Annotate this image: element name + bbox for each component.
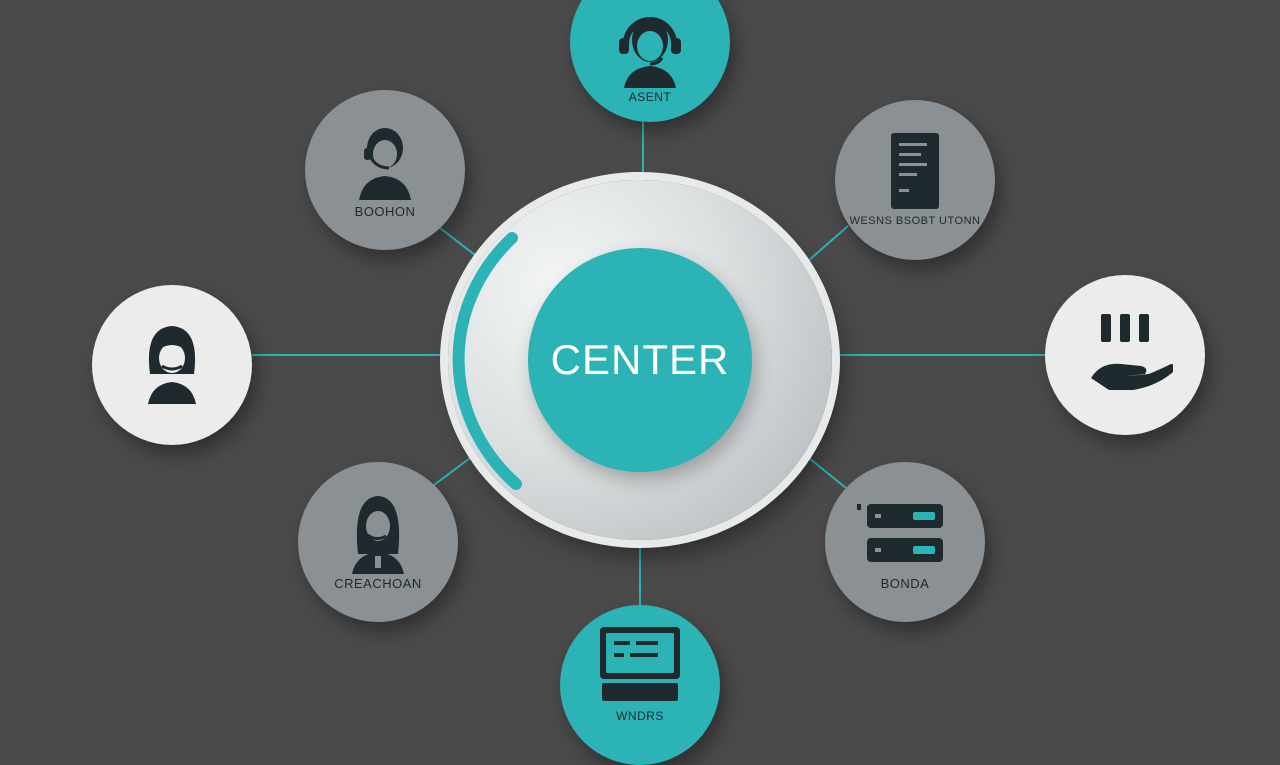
hub-diagram: CENTER ASENT BOOHON [92,0,1205,765]
headset-agent-icon [148,326,196,404]
node-bottom-right-label: BONDA [880,575,930,591]
node-bottom-right[interactable]: BONDA [825,462,985,622]
connector-top-left [439,227,485,263]
node-top-right-label: WESNS BSOBT UTONN [849,215,981,227]
headset-agent-icon [619,17,681,88]
node-left[interactable] [92,285,252,445]
node-top-right[interactable]: WESNS BSOBT UTONN [835,100,995,260]
headset-agent-icon [352,495,404,574]
node-bottom-left[interactable]: CREACHOAN [298,462,458,622]
node-bottom-left-label: CREACHOAN [334,575,422,591]
hub-label: CENTER [550,336,730,383]
node-right[interactable] [1045,275,1205,435]
connector-bottom-left [429,451,479,489]
connector-bottom-right [803,453,847,489]
node-bottom[interactable]: WNDRS [560,605,720,765]
connector-top-right [799,225,849,269]
node-top-label: ASENT [628,90,672,104]
hub-center-circle[interactable]: CENTER [528,248,752,472]
hub-teal-arc [452,232,522,490]
node-top-left[interactable]: BOOHON [305,90,465,250]
node-top-left-label: BOOHON [354,203,416,219]
headset-agent-icon [359,127,411,200]
monitor-icon [600,627,680,701]
node-bottom-label: WNDRS [616,709,664,723]
connector-lines [252,120,1045,608]
document-icon [891,133,939,209]
hand-support-icon [1091,314,1173,390]
server-icon [857,503,943,562]
